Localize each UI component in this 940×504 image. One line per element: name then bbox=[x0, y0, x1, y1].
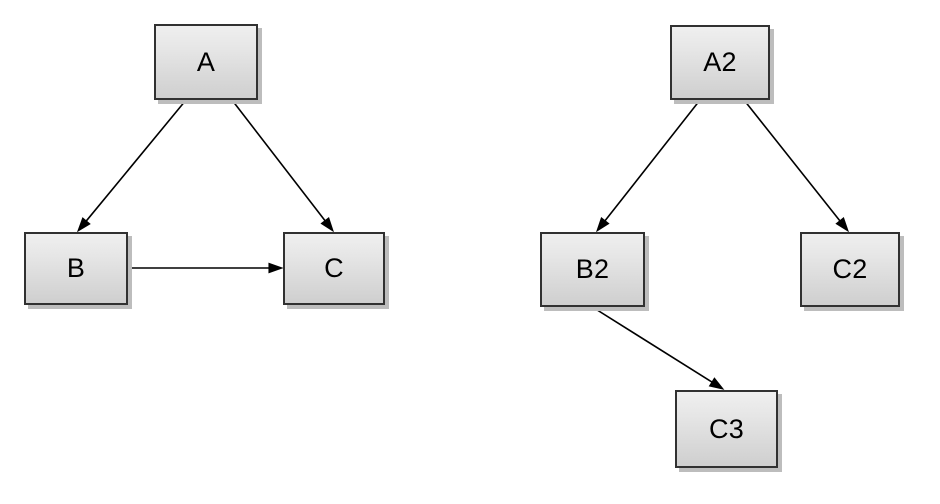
node-a2[interactable]: A2 bbox=[670, 25, 770, 100]
node-b2[interactable]: B2 bbox=[540, 232, 645, 307]
node-c3-label: C3 bbox=[709, 413, 744, 444]
node-a-label: A bbox=[196, 46, 216, 77]
node-a[interactable]: A bbox=[154, 24, 258, 100]
edge-b2-to-c3[interactable] bbox=[593, 307, 725, 390]
node-c3[interactable]: C3 bbox=[675, 390, 778, 468]
node-c[interactable]: C bbox=[283, 232, 385, 305]
edge-b-to-c[interactable] bbox=[128, 262, 284, 274]
edge-a-to-b[interactable] bbox=[76, 99, 187, 233]
node-b2-label: B2 bbox=[575, 254, 610, 284]
node-b[interactable]: B bbox=[24, 232, 128, 305]
edge-a2-to-b2[interactable] bbox=[595, 99, 701, 233]
node-a2-label: A2 bbox=[703, 47, 737, 77]
node-c2-label: C2 bbox=[832, 254, 868, 284]
node-c2[interactable]: C2 bbox=[800, 232, 900, 307]
node-c-label: C bbox=[324, 253, 344, 283]
edge-a-to-c[interactable] bbox=[231, 99, 335, 233]
node-b-label: B bbox=[66, 253, 86, 283]
edge-a2-to-c2[interactable] bbox=[743, 99, 850, 233]
